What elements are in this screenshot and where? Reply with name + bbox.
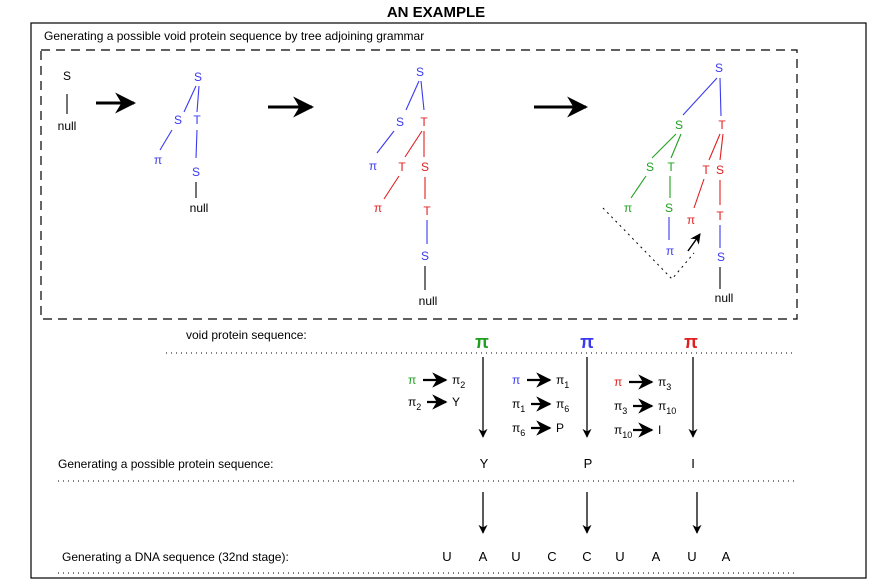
dna-base: A <box>722 549 731 564</box>
diagram-title: AN EXAMPLE <box>387 4 485 21</box>
tree3-edge <box>383 175 400 200</box>
tree2-node-pi: π <box>154 153 162 167</box>
tree4-node-null: null <box>715 291 734 305</box>
adjunction-wedge <box>602 207 695 280</box>
tree4-node-pi-green: π <box>624 201 632 215</box>
protein-sequence-label: Generating a possible protein sequence: <box>58 457 273 471</box>
tree4-edge <box>682 77 718 116</box>
tree2-edge <box>159 129 173 151</box>
rule-red-1-lhs: π <box>614 375 622 389</box>
tree3-node-s-root: S <box>416 65 424 79</box>
tree3-node-pi-inner: π <box>374 201 382 215</box>
tree4-node-pi-blue: π <box>666 244 674 258</box>
dna-base: A <box>652 549 661 564</box>
rule-blue-1-rhs: π1 <box>556 373 569 390</box>
dna-base: C <box>582 549 591 564</box>
tree3-node-s: S <box>396 115 404 129</box>
protein-letter-3: I <box>691 456 695 471</box>
tree2-node-t: T <box>193 113 201 127</box>
tree4-edge <box>708 133 721 161</box>
rule-blue-2-rhs: π6 <box>556 397 569 414</box>
tree4-node-pi-red: π <box>687 213 695 227</box>
tree4-edge <box>719 133 724 161</box>
dna-base: U <box>687 549 696 564</box>
rule-green-2-lhs: π2 <box>408 395 421 412</box>
rule-red-2-lhs: π3 <box>614 399 627 416</box>
outer-frame <box>30 22 867 579</box>
dna-base: U <box>511 549 520 564</box>
dna-base: U <box>615 549 624 564</box>
tree1-node-s: S <box>63 69 71 83</box>
protein-letter-2: P <box>584 456 593 471</box>
adjunction-arrow <box>687 233 701 252</box>
rule-green-1-rhs: π2 <box>452 373 465 390</box>
tree4-node-s-green-lower: S <box>665 201 673 215</box>
protein-letter-1: Y <box>480 456 489 471</box>
tree3-node-t-lower: T <box>423 204 431 218</box>
rule-green-2-rhs: Y <box>452 395 460 409</box>
rule-red-3-rhs: I <box>658 423 661 437</box>
void-protein-label: void protein sequence: <box>186 328 307 342</box>
rule-blue-3-rhs: P <box>556 421 564 435</box>
tree3-node-s-inner: S <box>421 160 429 174</box>
tree2-node-s: S <box>174 113 182 127</box>
dna-base: U <box>442 549 451 564</box>
tree3-node-t-inner: T <box>398 160 406 174</box>
tree4-node-s-green: S <box>646 160 654 174</box>
tree3-node-t: T <box>420 115 428 129</box>
tree-section-subtitle: Generating a possible void protein seque… <box>44 29 424 43</box>
rule-green-1-lhs: π <box>408 373 416 387</box>
tree4-node-t-red: T <box>702 163 710 177</box>
rule-blue-2-lhs: π1 <box>512 397 525 414</box>
rule-red-3-lhs: π10 <box>614 423 632 440</box>
dna-sequence-label: Generating a DNA sequence (32nd stage): <box>62 550 289 564</box>
tree3-edge <box>404 130 423 158</box>
tree3-edge <box>376 130 395 154</box>
tree4-node-s-root: S <box>715 61 723 75</box>
tree1-node-null: null <box>58 119 77 133</box>
tree2-edge <box>183 85 197 113</box>
void-symbol-red: π <box>684 332 698 352</box>
tree4-edge <box>719 77 722 117</box>
dna-base: C <box>547 549 556 564</box>
tree4-node-s: S <box>675 118 683 132</box>
tree4-edge <box>651 133 677 159</box>
tree4-node-t-lower: T <box>716 209 724 223</box>
tree3-node-null: null <box>419 294 438 308</box>
tree4-node-s-red: S <box>716 163 724 177</box>
dna-base: A <box>479 549 488 564</box>
tree3-node-pi: π <box>369 159 377 173</box>
tree4-edge <box>630 175 647 199</box>
tree2-node-s-root: S <box>194 70 202 84</box>
tree4-node-t-green: T <box>667 160 675 174</box>
tree4-edge <box>670 133 682 159</box>
rule-red-1-rhs: π3 <box>658 375 671 392</box>
rule-blue-1-lhs: π <box>512 373 520 387</box>
tree3-node-s-lower: S <box>421 249 429 263</box>
tree2-edge <box>196 85 200 113</box>
tree3-edge <box>420 80 425 111</box>
tree4-edge <box>693 178 705 209</box>
tree2-node-null: null <box>190 201 209 215</box>
rule-blue-3-lhs: π6 <box>512 421 525 438</box>
void-symbol-green: π <box>475 332 489 352</box>
rule-red-2-rhs: π10 <box>658 399 676 416</box>
tree-dashed-box <box>40 49 798 320</box>
void-symbol-blue: π <box>580 332 594 352</box>
tree2-node-s-lower: S <box>192 165 200 179</box>
tree4-node-t: T <box>718 118 726 132</box>
tree4-node-s-lower: S <box>717 250 725 264</box>
tree2-edge <box>195 129 198 159</box>
tree3-edge <box>405 80 420 111</box>
